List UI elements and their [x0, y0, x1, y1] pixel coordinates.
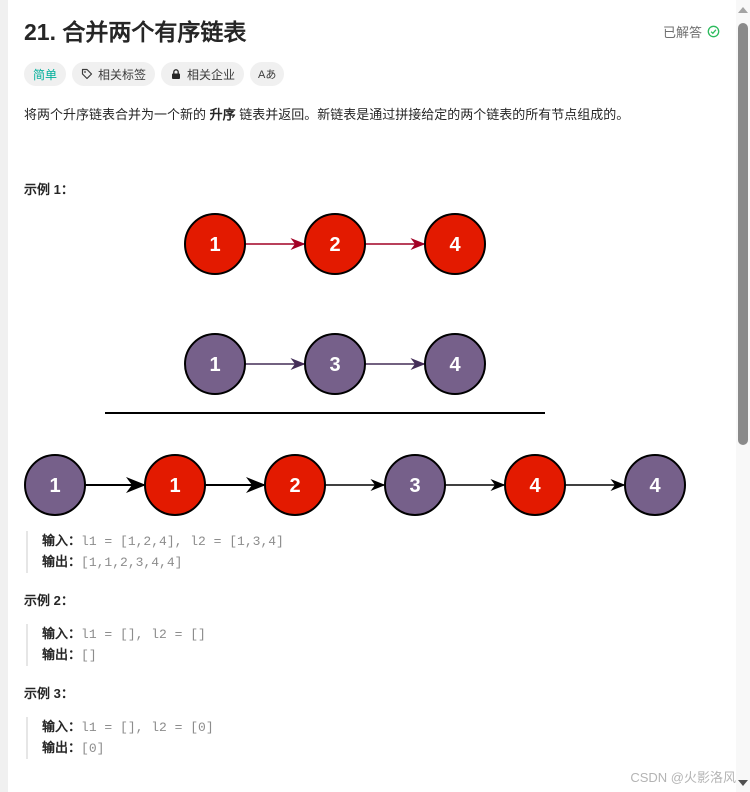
svg-text:2: 2 — [289, 475, 300, 497]
merge-diagram: 1 2 4 1 3 4 1 1 2 3 4 4 — [24, 213, 686, 516]
svg-text:4: 4 — [529, 475, 541, 497]
example-1-io: 输入：l1 = [1,2,4], l2 = [1,3,4] 输出：[1,1,2,… — [26, 531, 284, 573]
page-title: 21. 合并两个有序链表 — [24, 19, 247, 45]
example-2-label: 示例 2： — [24, 593, 74, 608]
related-tags-button[interactable]: 相关标签 — [72, 62, 156, 86]
svg-text:4: 4 — [449, 234, 461, 256]
solved-status: 已解答 — [663, 22, 720, 41]
input-value: l1 = [], l2 = [0] — [81, 720, 214, 735]
left-edge — [0, 0, 8, 792]
lock-icon — [172, 69, 181, 79]
example-2-io: 输入：l1 = [], l2 = [] 输出：[] — [26, 624, 206, 666]
svg-text:1: 1 — [169, 475, 180, 497]
tag-icon — [81, 68, 93, 80]
svg-text:1: 1 — [209, 354, 220, 376]
input-key: 输入： — [42, 719, 82, 734]
svg-text:3: 3 — [329, 354, 340, 376]
desc-text-2: 链表并返回。新链表是通过拼接给定的两个链表的所有节点组成的。 — [235, 107, 630, 122]
output-value: [] — [81, 648, 97, 663]
svg-text:2: 2 — [329, 234, 340, 256]
input-value: l1 = [], l2 = [] — [81, 627, 206, 642]
svg-text:1: 1 — [49, 475, 60, 497]
related-companies-button[interactable]: 相关企业 — [161, 62, 245, 86]
title-row: 21. 合并两个有序链表 已解答 — [24, 16, 724, 48]
difficulty-badge[interactable]: 简单 — [24, 62, 67, 86]
desc-text-1: 将两个升序链表合并为一个新的 — [24, 107, 210, 122]
output-key: 输出： — [42, 554, 82, 569]
solved-label: 已解答 — [662, 25, 702, 40]
list2-diagram: 1 3 4 — [184, 333, 486, 395]
difficulty-label: 简单 — [33, 67, 58, 82]
translate-button[interactable]: Aあ — [250, 62, 285, 86]
output-value: [1,1,2,3,4,4] — [81, 555, 183, 570]
output-value: [0] — [81, 741, 105, 756]
desc-bold: 升序 — [209, 107, 236, 122]
related-companies-label: 相关企业 — [187, 67, 236, 82]
svg-text:4: 4 — [449, 354, 461, 376]
related-tags-label: 相关标签 — [98, 67, 147, 82]
output-key: 输出： — [42, 647, 82, 662]
example-1-label: 示例 1： — [24, 182, 74, 197]
problem-description: 将两个升序链表合并为一个新的 升序 链表并返回。新链表是通过拼接给定的两个链表的… — [24, 104, 629, 123]
tag-bar: 简单 相关标签 相关企业 Aあ — [24, 62, 285, 86]
input-key: 输入： — [42, 626, 82, 641]
svg-text:3: 3 — [409, 475, 420, 497]
scrollbar-thumb[interactable] — [738, 23, 748, 445]
input-value: l1 = [1,2,4], l2 = [1,3,4] — [81, 534, 284, 549]
translate-icon: Aあ — [258, 69, 277, 81]
scroll-up-arrow-icon[interactable] — [738, 7, 748, 13]
merged-list-diagram: 1 1 2 3 4 4 — [24, 454, 686, 516]
list1-diagram: 1 2 4 — [184, 213, 486, 275]
example-3-label: 示例 3： — [24, 686, 74, 701]
scroll-down-arrow-icon[interactable] — [738, 780, 748, 786]
watermark: CSDN @火影洛风 — [630, 770, 736, 785]
svg-text:1: 1 — [209, 234, 220, 256]
input-key: 输入： — [42, 533, 82, 548]
check-circle-icon — [707, 25, 720, 38]
example-3-io: 输入：l1 = [], l2 = [0] 输出：[0] — [26, 717, 214, 759]
svg-text:4: 4 — [649, 475, 661, 497]
output-key: 输出： — [42, 740, 82, 755]
vertical-scrollbar[interactable] — [736, 0, 750, 792]
